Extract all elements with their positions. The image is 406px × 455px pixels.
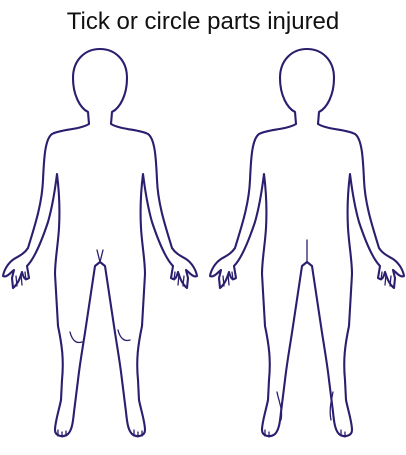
back-left-foot-region[interactable] [261, 410, 285, 440]
front-right-foot-region[interactable] [122, 410, 146, 440]
back-right-arm-region[interactable] [349, 136, 387, 266]
front-left-hand-region[interactable] [2, 254, 32, 290]
front-right-hand-region[interactable] [168, 254, 198, 290]
front-head-region[interactable] [73, 48, 127, 112]
back-right-leg-region[interactable] [308, 262, 352, 422]
back-head-region[interactable] [280, 48, 334, 112]
front-left-arm-region[interactable] [20, 136, 58, 266]
page-title: Tick or circle parts injured [0, 8, 406, 36]
front-right-arm-region[interactable] [142, 136, 180, 266]
back-left-leg-region[interactable] [262, 262, 306, 422]
front-left-foot-region[interactable] [54, 410, 78, 440]
front-body-figure [2, 48, 198, 440]
front-torso-region[interactable] [58, 128, 142, 260]
front-right-leg-region[interactable] [101, 262, 145, 422]
back-right-hand-region[interactable] [375, 254, 405, 290]
back-right-foot-region[interactable] [329, 410, 353, 440]
back-left-arm-region[interactable] [227, 136, 265, 266]
front-left-leg-region[interactable] [55, 262, 99, 422]
back-torso-region[interactable] [265, 128, 349, 260]
body-diagrams [0, 40, 406, 455]
back-left-hand-region[interactable] [209, 254, 239, 290]
back-body-figure [209, 48, 405, 440]
